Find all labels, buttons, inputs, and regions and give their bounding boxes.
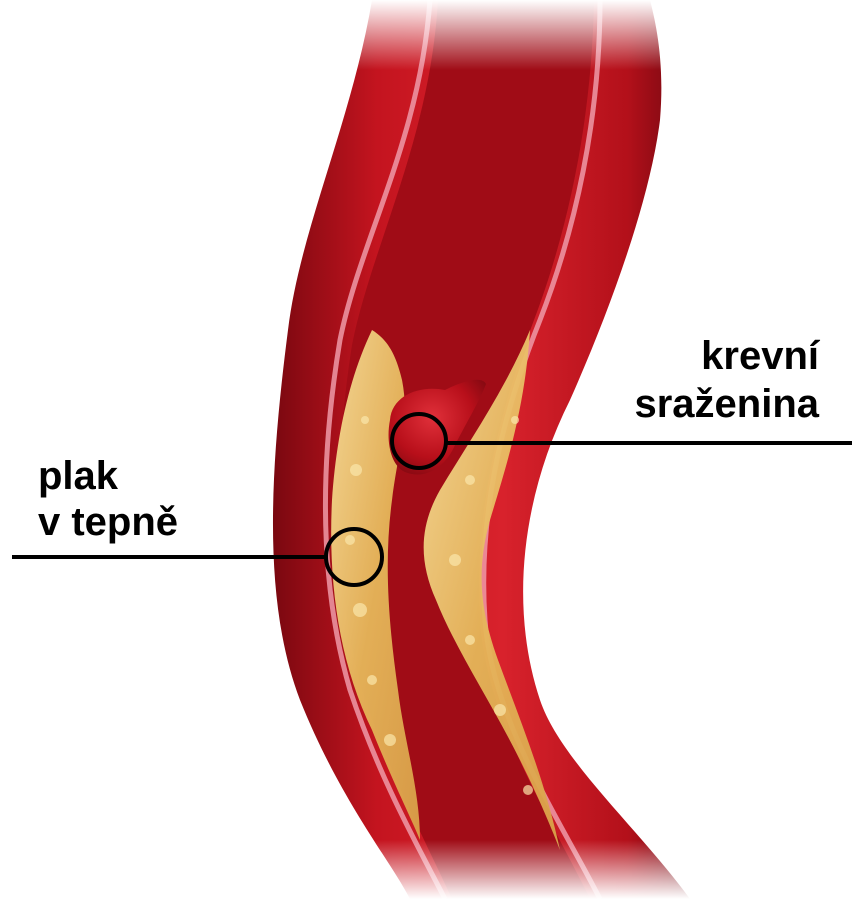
- clot-label-line2: sraženina: [634, 381, 819, 427]
- plaque-label-line1: plak: [38, 453, 118, 499]
- fade-bottom: [0, 840, 852, 899]
- fade-top: [0, 0, 852, 70]
- clot-label-line1: krevní: [701, 333, 819, 379]
- plaque-label-line2: v tepně: [38, 499, 178, 545]
